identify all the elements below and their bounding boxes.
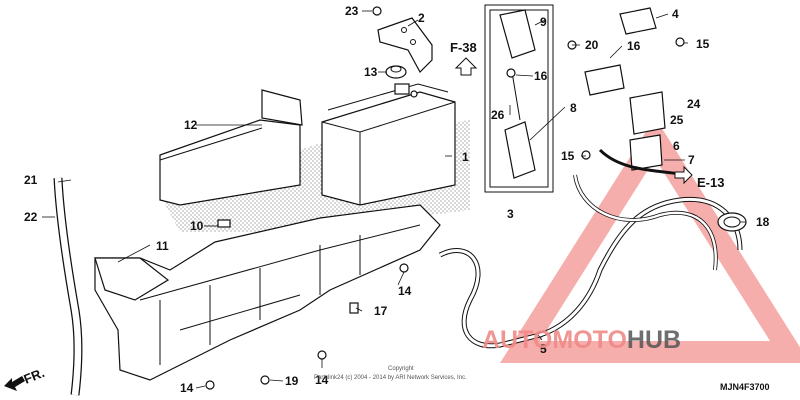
ref-f38-label: F-38 bbox=[450, 40, 477, 55]
part-22-drain-hose bbox=[53, 177, 83, 396]
callout-15b: 15 bbox=[561, 149, 575, 163]
callout-10: 10 bbox=[190, 219, 204, 233]
callout-8: 8 bbox=[570, 101, 577, 115]
relay-parts bbox=[584, 7, 666, 171]
watermark-text: AUTOMOTOHUB bbox=[482, 326, 681, 354]
watermark-logo: AUTOMOTOHUB bbox=[482, 326, 681, 354]
callout-23: 23 bbox=[345, 4, 359, 18]
callout-16b: 16 bbox=[627, 39, 641, 53]
callout-18: 18 bbox=[756, 215, 770, 229]
copyright-line2: Partslink24 (c) 2004 - 2014 by ARI Netwo… bbox=[314, 375, 467, 381]
callout-14c: 14 bbox=[180, 381, 194, 395]
ref-e13-label: E-13 bbox=[697, 175, 724, 190]
callout-20: 20 bbox=[585, 38, 599, 52]
callout-22: 22 bbox=[24, 210, 38, 224]
callout-16: 16 bbox=[534, 69, 548, 83]
front-direction: FR. bbox=[4, 365, 47, 391]
part-11-battery-tray bbox=[94, 204, 441, 381]
callout-7: 7 bbox=[688, 153, 695, 167]
part-3-fuse-box-group bbox=[484, 4, 554, 193]
callout-15: 15 bbox=[696, 37, 710, 51]
callout-14b: 14 bbox=[315, 373, 329, 387]
callout-25: 25 bbox=[670, 113, 684, 127]
diagram-code: MJN4F3700 bbox=[720, 382, 770, 392]
copyright-line1: Copyright bbox=[388, 366, 414, 372]
part-13-cushion bbox=[385, 65, 407, 79]
callout-13: 13 bbox=[364, 65, 378, 79]
callout-1: 1 bbox=[462, 150, 469, 164]
callout-9: 9 bbox=[540, 15, 547, 29]
callout-2: 2 bbox=[418, 11, 425, 25]
leader-lines bbox=[42, 10, 746, 389]
ref-f38: F-38 bbox=[450, 40, 478, 76]
callout-17: 17 bbox=[374, 304, 388, 318]
ref-e13: E-13 bbox=[674, 165, 724, 190]
callout-6: 6 bbox=[673, 139, 680, 153]
arrow-front-icon bbox=[4, 376, 25, 391]
callout-24: 24 bbox=[687, 97, 701, 111]
callout-labels: 1 2 3 4 5 6 7 8 9 10 11 12 13 14 14 14 1… bbox=[24, 4, 770, 395]
front-label: FR. bbox=[22, 365, 47, 387]
part-1-battery bbox=[321, 83, 456, 206]
callout-11: 11 bbox=[156, 239, 169, 253]
callout-14: 14 bbox=[398, 284, 412, 298]
callout-3: 3 bbox=[507, 207, 514, 221]
arrow-up-icon bbox=[454, 57, 478, 76]
callout-26: 26 bbox=[491, 108, 505, 122]
callout-5: 5 bbox=[540, 342, 547, 356]
callout-4: 4 bbox=[672, 7, 679, 21]
part-2-stay bbox=[377, 17, 433, 73]
callout-21: 21 bbox=[24, 173, 38, 187]
arrow-right-icon bbox=[674, 165, 693, 185]
callout-19: 19 bbox=[285, 374, 299, 388]
watermark-triangle bbox=[500, 117, 800, 363]
callout-12: 12 bbox=[184, 118, 198, 132]
